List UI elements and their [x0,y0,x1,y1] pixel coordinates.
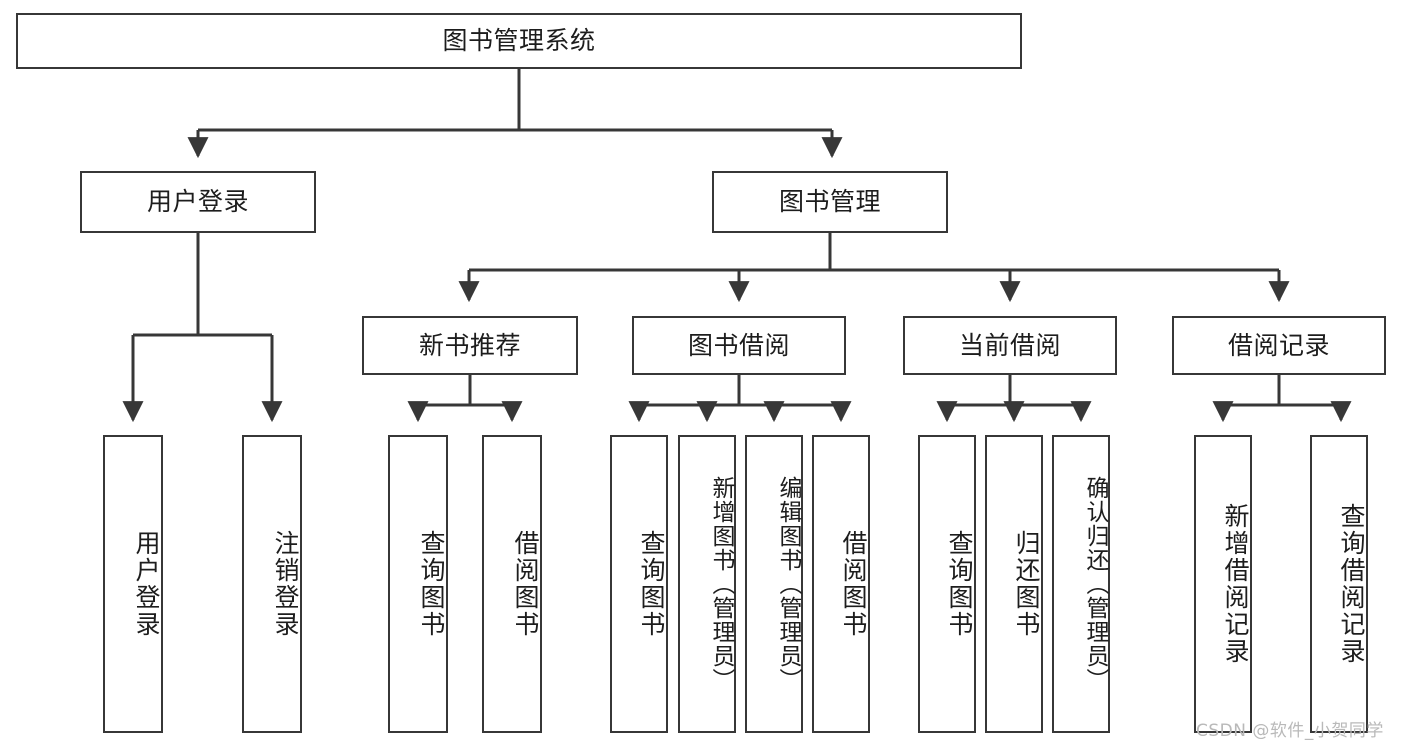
leaf-borrow-book[interactable]: 借阅图书 [812,435,870,733]
node-current-borrow[interactable]: 当前借阅 [903,316,1117,375]
node-new-book-recommend[interactable]: 新书推荐 [362,316,578,375]
leaf-query-book-recommend[interactable]: 查询图书 [388,435,448,733]
node-root[interactable]: 图书管理系统 [16,13,1022,69]
node-book-manage[interactable]: 图书管理 [712,171,948,233]
leaf-add-borrow-record[interactable]: 新增借阅记录 [1194,435,1252,733]
csdn-watermark: CSDN @软件_小贺同学 [1196,721,1384,741]
leaf-confirm-return-admin[interactable]: 确认归还（管理员） [1052,435,1110,733]
leaf-query-book-current[interactable]: 查询图书 [918,435,976,733]
leaf-query-book-borrow[interactable]: 查询图书 [610,435,668,733]
node-book-borrow[interactable]: 图书借阅 [632,316,846,375]
node-user-login[interactable]: 用户登录 [80,171,316,233]
leaf-return-book[interactable]: 归还图书 [985,435,1043,733]
node-borrow-record[interactable]: 借阅记录 [1172,316,1386,375]
leaf-user-login[interactable]: 用户登录 [103,435,163,733]
leaf-user-logout[interactable]: 注销登录 [242,435,302,733]
leaf-query-borrow-record[interactable]: 查询借阅记录 [1310,435,1368,733]
leaf-add-book-admin[interactable]: 新增图书（管理员） [678,435,736,733]
leaf-edit-book-admin[interactable]: 编辑图书（管理员） [745,435,803,733]
leaf-borrow-book-recommend[interactable]: 借阅图书 [482,435,542,733]
